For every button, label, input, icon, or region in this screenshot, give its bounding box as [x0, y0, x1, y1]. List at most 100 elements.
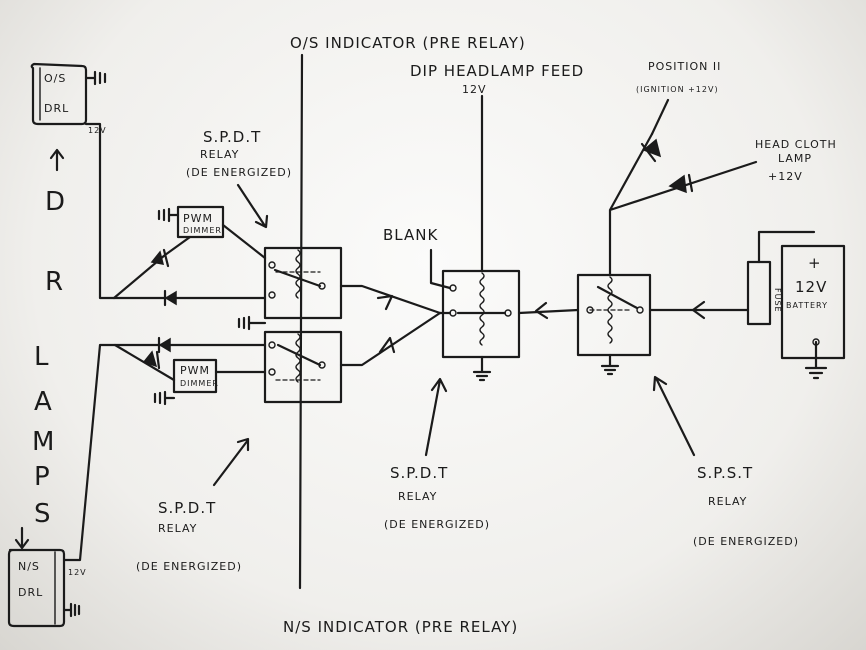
- diode-top-left: [150, 250, 165, 265]
- ns-drl-ground: [62, 602, 81, 618]
- spdt-relay-top-no: [268, 291, 276, 299]
- relay-bottom-pointer: [212, 437, 250, 487]
- battery-label-1: 12V: [795, 278, 827, 296]
- os-drl-lamp: [30, 62, 88, 126]
- spst-label-1: S.P.S.T: [697, 464, 753, 482]
- spst-relay: [576, 273, 652, 357]
- drl-letter: A: [34, 387, 53, 417]
- battery-ground: [804, 340, 828, 380]
- spdt-relay-bottom: [263, 330, 343, 404]
- ns-drl-12v: 12V: [68, 568, 87, 577]
- relay-mid-label-3: (DE ENERGIZED): [384, 518, 490, 531]
- ns-drl-lamp: [7, 548, 66, 628]
- battery-label-2: BATTERY: [786, 301, 828, 310]
- relay-top-pointer: [236, 183, 269, 229]
- spst-relay-ground: [600, 353, 620, 376]
- diode-top-left-bar: [162, 248, 170, 268]
- pwm-top-label-2: DIMMER: [183, 226, 222, 235]
- drl-letter: S: [34, 499, 52, 529]
- spdt-relay-top-nc: [268, 261, 276, 269]
- drl-letter: D: [45, 187, 66, 217]
- spdt-relay-top: [263, 246, 343, 320]
- relay-bottom-label-3: (DE ENERGIZED): [136, 560, 242, 573]
- dip-feed-label-2: 12V: [462, 83, 487, 96]
- diode-position-bar: [640, 142, 657, 163]
- relay-bottom-label-2: RELAY: [158, 522, 197, 535]
- diode-bottom-diagonal: [142, 350, 158, 368]
- relay-mid-pointer: [424, 377, 448, 457]
- relay-top-label-2: RELAY: [200, 148, 239, 161]
- feed-to-top-relay: [339, 284, 442, 315]
- pwm-top-label-1: PWM: [183, 212, 213, 225]
- diode-top-horizontal: [164, 290, 177, 306]
- spdt-relay-top-switch: [273, 268, 322, 288]
- fuse: [746, 260, 772, 326]
- headcloth-label-2: LAMP: [778, 152, 812, 165]
- headcloth-label-1: HEAD CLOTH: [755, 138, 837, 151]
- diode-position: [642, 138, 662, 158]
- relay-mid-label-1: S.P.D.T: [390, 464, 448, 482]
- spst-pointer: [652, 375, 696, 457]
- headcloth-label-3: +12V: [768, 170, 803, 183]
- position-label-2: (IGNITION +12V): [636, 85, 719, 94]
- spst-coil-feed: [608, 132, 758, 277]
- os-drl-label-1: O/S: [44, 72, 66, 85]
- relay-shared-ground: [237, 315, 267, 331]
- spst-to-spdt-wire: [517, 308, 580, 315]
- spdt-relay-bottom-no: [268, 368, 276, 376]
- drl-letter: R: [45, 267, 64, 297]
- spdt-relay-middle-coil: [479, 272, 485, 346]
- fuse-label: FUSE: [773, 288, 782, 313]
- ns-indicator-label: N/S INDICATOR (PRE RELAY): [283, 618, 518, 636]
- diode-headcloth-bar: [687, 173, 694, 193]
- relay-top-label-3: (DE ENERGIZED): [186, 166, 292, 179]
- relay-bottom-label-1: S.P.D.T: [158, 499, 216, 517]
- ns-drl-label-1: N/S: [18, 560, 40, 573]
- os-indicator-label: O/S INDICATOR (PRE RELAY): [290, 34, 526, 52]
- spst-to-spdt-arrow: [534, 301, 549, 320]
- dip-feed-label-1: DIP HEADLAMP FEED: [410, 62, 584, 80]
- spdt-relay-bottom-coil: [295, 333, 301, 383]
- relay-mid-label-2: RELAY: [398, 490, 437, 503]
- drl-letter: P: [34, 462, 51, 492]
- battery-plus: +: [808, 254, 822, 272]
- os-drl-12v: 12V: [88, 126, 107, 135]
- spdt-relay-middle-ground: [472, 355, 492, 382]
- battery-negative-terminal: [812, 338, 820, 346]
- spst-relay-out: [636, 306, 644, 314]
- position-source-wire: [650, 98, 670, 136]
- diode-bottom-diagonal-bar: [155, 350, 161, 370]
- pwm-bottom-label-2: DIMMER: [180, 379, 219, 388]
- pwm-bottom-label-1: PWM: [180, 364, 210, 377]
- ns-drl-down-arrow: [14, 526, 30, 550]
- battery: [780, 244, 846, 360]
- pwm-dimmer-top: [176, 205, 225, 239]
- ns-drl-label-2: DRL: [18, 586, 43, 599]
- spdt-relay-top-coil: [295, 249, 301, 299]
- blank-terminal-wire: [429, 248, 452, 290]
- spst-label-3: (DE ENERGIZED): [693, 535, 799, 548]
- position-label-1: POSITION II: [648, 60, 721, 73]
- os-drl-feed-wire: [84, 122, 267, 300]
- spst-relay-in: [586, 306, 594, 314]
- spdt-relay-bottom-nc: [268, 341, 276, 349]
- feed-to-bottom-relay: [339, 311, 442, 367]
- drl-lamps-vertical-label: D R L A M P S: [32, 187, 66, 529]
- drl-letter: L: [34, 342, 50, 372]
- diode-headcloth: [668, 174, 687, 194]
- ns-drl-feed-wire: [62, 343, 267, 562]
- battery-arrow: [691, 300, 706, 320]
- os-drl-ground: [84, 70, 107, 86]
- blank-label: BLANK: [383, 226, 438, 244]
- os-drl-label-2: DRL: [44, 102, 69, 115]
- fuse-to-battery-wire: [757, 230, 816, 264]
- feed-arrow-top: [376, 294, 394, 311]
- os-drl-up-arrow: [49, 148, 65, 172]
- spst-label-2: RELAY: [708, 495, 747, 508]
- drl-letter: M: [32, 427, 55, 457]
- pwm-dimmer-bottom: [172, 358, 218, 394]
- spdt-relay-bottom-switch: [276, 343, 322, 367]
- feed-arrow-bottom: [378, 336, 396, 354]
